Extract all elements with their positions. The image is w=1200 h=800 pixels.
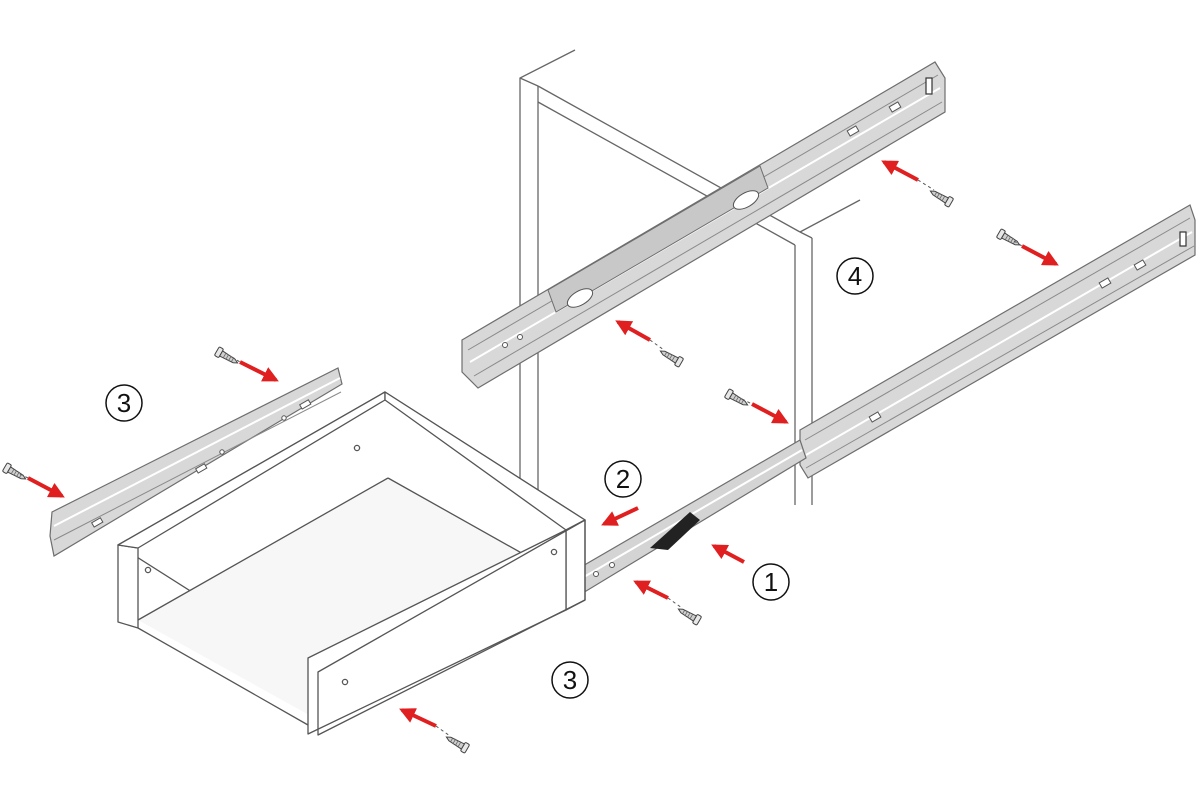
drawer-rail-left: [49, 367, 343, 557]
arrow-icon: [239, 360, 279, 382]
cabinet-slide-top: [461, 61, 946, 389]
screw-icon: [443, 732, 471, 754]
screw-icon: [657, 346, 685, 368]
screw-icon: [213, 346, 241, 368]
screw-icon: [1, 462, 29, 484]
arrow-icon: [881, 160, 919, 182]
svg-text:2: 2: [616, 464, 630, 494]
screw-guides: [19, 179, 1023, 737]
arrow-icon: [399, 708, 437, 728]
step-label-3-bottom: 3: [551, 661, 589, 699]
arrow-icon: [1021, 244, 1059, 266]
step-label-3-left: 3: [105, 384, 143, 422]
cabinet-slide-right: [799, 204, 1196, 479]
arrow-icon: [615, 320, 651, 342]
svg-text:3: 3: [563, 665, 577, 695]
step-label-1: 1: [752, 563, 790, 601]
inner-drawer-member: [561, 439, 807, 603]
step-label-2: 2: [604, 460, 642, 498]
screw-icon: [995, 228, 1023, 250]
svg-text:3: 3: [117, 388, 131, 418]
arrow-icon: [601, 506, 639, 526]
arrow-icon: [751, 402, 789, 424]
arrow-icon: [27, 476, 65, 498]
drawer-box: [117, 391, 586, 736]
step-label-4: 4: [836, 257, 874, 295]
screw-icon: [927, 186, 955, 208]
screw-icon: [723, 388, 751, 410]
arrows: [27, 160, 1059, 728]
svg-text:1: 1: [764, 567, 778, 597]
arrow-icon: [711, 544, 745, 564]
screw-icon: [675, 604, 703, 626]
svg-text:4: 4: [848, 261, 862, 291]
arrow-icon: [633, 580, 669, 600]
